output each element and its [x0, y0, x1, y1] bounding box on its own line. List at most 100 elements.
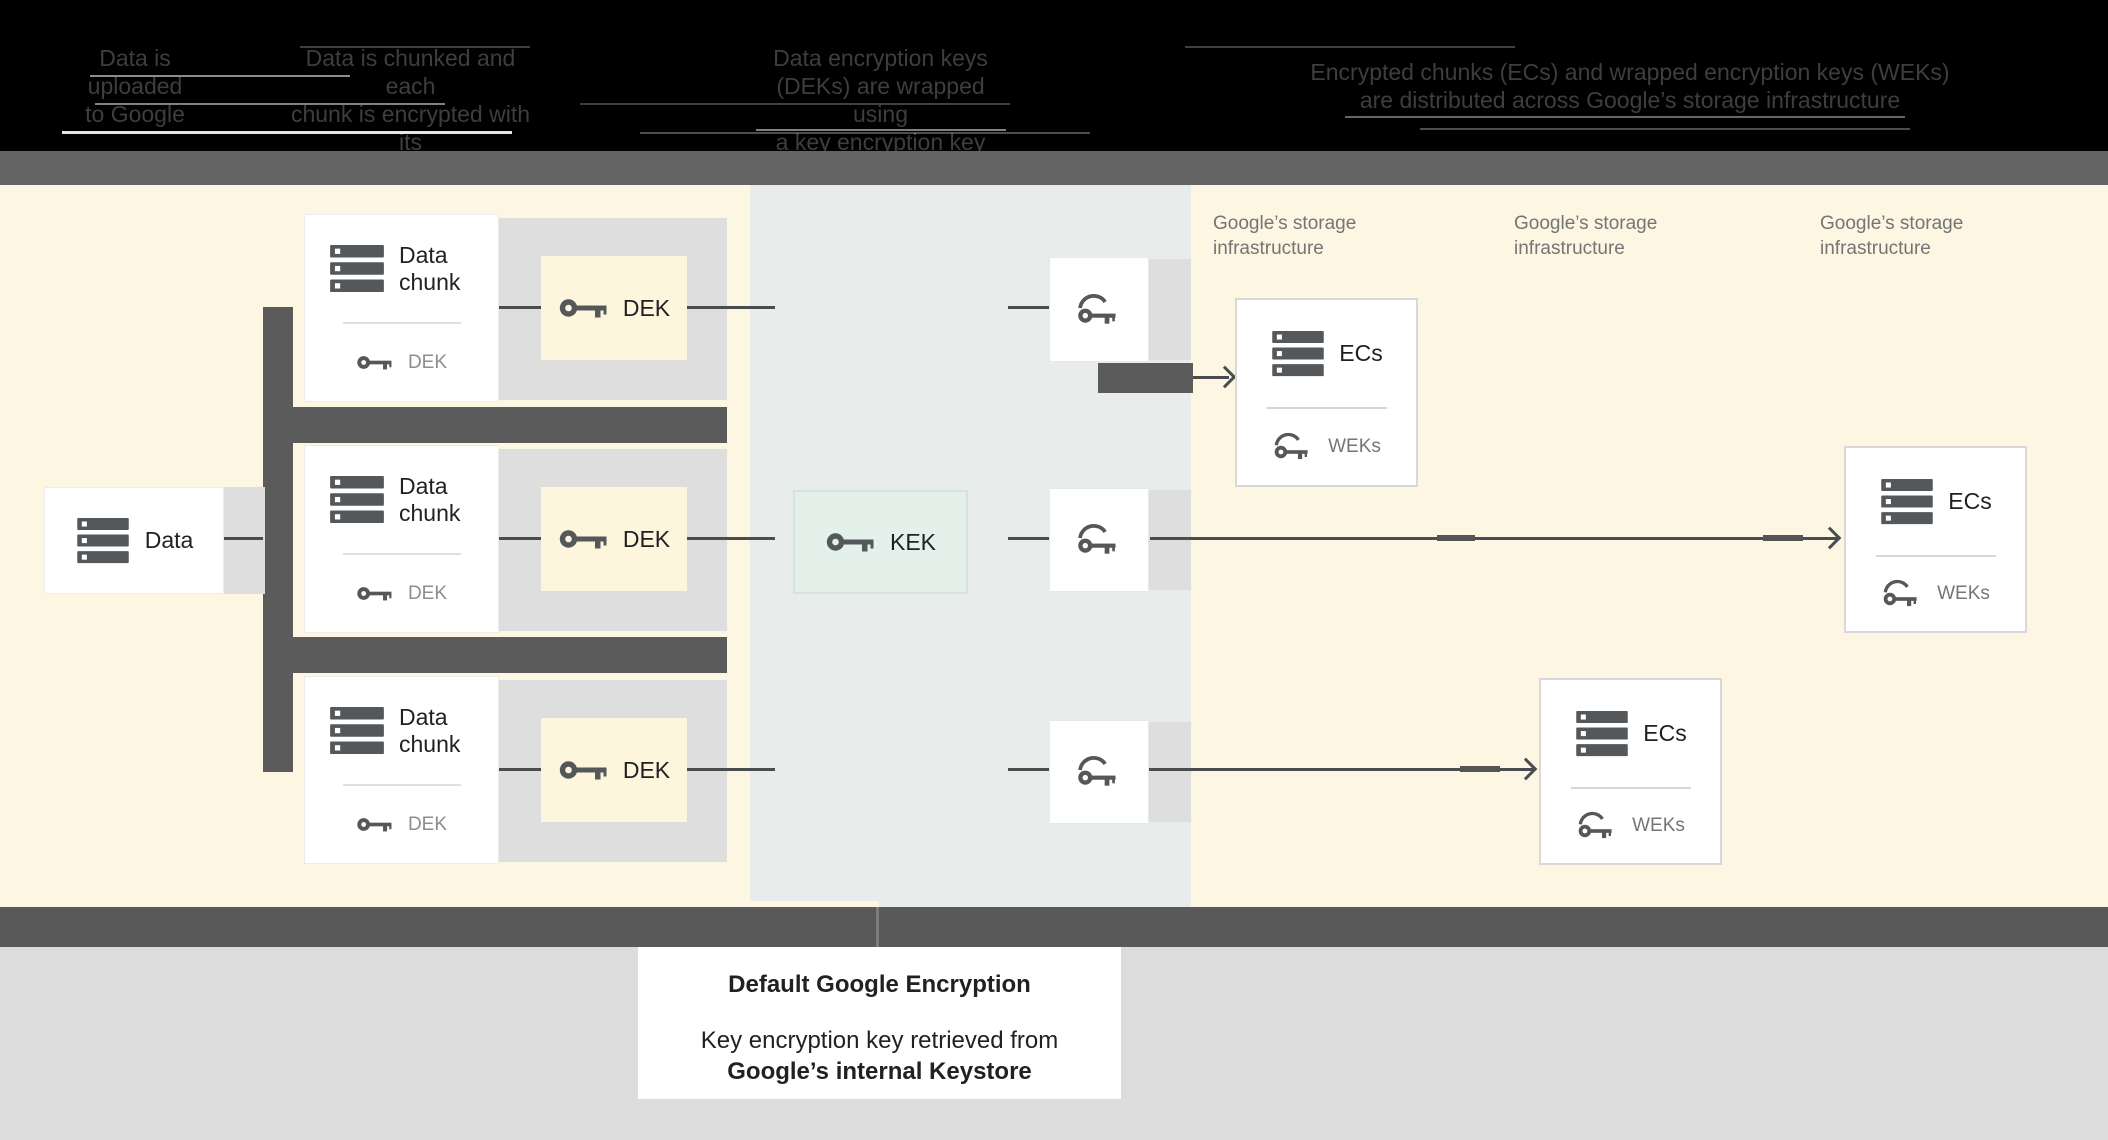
- keybox1-patch: [1149, 259, 1191, 360]
- weks-sublabel: WEKs: [1937, 583, 1990, 604]
- arrow-dark-segment: [1437, 535, 1475, 541]
- banner-step-2-line-2: chunk is encrypted with its: [290, 101, 531, 155]
- key-icon: [558, 757, 610, 783]
- banner-step-3-line-1: Data encryption keys: [773, 45, 988, 71]
- dek-node-1: DEK: [541, 256, 687, 360]
- keybox1-output-band: [1098, 363, 1193, 393]
- banner-step-1-line-2: uploaded: [87, 73, 183, 99]
- branch-band-lower: [263, 637, 727, 673]
- separator-bar: [0, 151, 2108, 185]
- dek-node-label: DEK: [622, 294, 671, 321]
- data-node-label: Data: [144, 527, 194, 553]
- wrapped-key-icon: [1272, 432, 1314, 462]
- data-chunk-label: Data chunk: [399, 241, 461, 295]
- ecs-node-3: ECs WEKs: [1539, 678, 1722, 865]
- caption-line-2: Google’s internal Keystore: [727, 1058, 1032, 1085]
- kek-node: KEK: [793, 490, 968, 594]
- database-icon: [1574, 711, 1630, 757]
- wrapped-key-icon: [1075, 523, 1123, 557]
- keybox2-patch: [1149, 490, 1191, 590]
- arrow-keybox1-ecs1: [1193, 376, 1229, 379]
- banner-artifact-line: [756, 129, 1006, 131]
- banner-step-4-line-2: are distributed across Google’s storage …: [1359, 87, 1901, 113]
- ecs-node-2: ECs WEKs: [1844, 446, 2027, 633]
- ecs-node-label: ECs: [1948, 488, 1992, 514]
- caption-box: Default Google Encryption Key encryption…: [638, 947, 1121, 1099]
- banner-artifact-line: [1185, 46, 1515, 48]
- key-icon: [356, 353, 394, 372]
- key-icon: [558, 526, 610, 552]
- banner-step-1-line-1: Data is: [99, 45, 171, 71]
- weks-sublabel: WEKs: [1632, 815, 1685, 836]
- ecs-node-1: ECs WEKs: [1235, 298, 1418, 487]
- caption-spacer: [638, 999, 1121, 1025]
- banner-artifact-line: [640, 132, 1090, 134]
- connector-stub-keybox1: [1008, 306, 1049, 309]
- dek-node-3: DEK: [541, 718, 687, 822]
- wrapped-key-node-1: [1049, 257, 1149, 362]
- ecs-node-label: ECs: [1339, 340, 1383, 366]
- trunk-connector: [263, 307, 293, 772]
- arrow-keybox2-ecs2: [1150, 537, 1837, 540]
- database-icon: [1270, 331, 1326, 377]
- caption-connector-tick: [876, 907, 879, 947]
- storage-infrastructure-label-1: Google’s storage infrastructure: [1213, 213, 1357, 259]
- arrow-keybox3-ecs3: [1149, 768, 1533, 771]
- data-node: Data: [44, 487, 224, 594]
- wrapped-key-icon: [1075, 755, 1123, 789]
- banner-artifact-line: [95, 103, 445, 105]
- data-chunk-node-2: Data chunk DEK: [304, 445, 499, 633]
- data-chunk-label: Data chunk: [399, 472, 461, 526]
- data-box-patch: [223, 487, 265, 594]
- banner-step-1: Data is uploaded to Google: [35, 44, 235, 128]
- dek-sublabel: DEK: [407, 351, 448, 373]
- banner-step-1-line-3: to Google: [85, 101, 185, 127]
- dek-node-label: DEK: [622, 525, 671, 552]
- arrow-dark-segment: [1460, 766, 1500, 772]
- key-icon: [356, 584, 394, 603]
- connector-data-trunk: [223, 537, 263, 540]
- data-chunk-node-3: Data chunk DEK: [304, 676, 499, 864]
- zone-edge-sliver: [750, 901, 879, 907]
- ecs-node-label: ECs: [1643, 720, 1687, 746]
- banner-step-3-line-2: (DEKs) are wrapped using: [776, 73, 985, 127]
- key-icon: [356, 815, 394, 834]
- kek-node-label: KEK: [889, 528, 937, 555]
- divider: [342, 322, 461, 324]
- dek-node-2: DEK: [541, 487, 687, 591]
- connector-chunk3-dek3: [499, 768, 541, 771]
- connector-dek3-wrap: [687, 768, 775, 771]
- dek-sublabel: DEK: [407, 813, 448, 835]
- database-icon: [328, 707, 386, 755]
- data-chunk-label: Data chunk: [399, 703, 461, 757]
- database-icon: [328, 476, 386, 524]
- connector-stub-keybox3: [1008, 768, 1049, 771]
- connector-dek1-wrap: [687, 306, 775, 309]
- weks-sublabel: WEKs: [1328, 436, 1381, 457]
- divider: [1570, 787, 1691, 789]
- arrow-dark-segment: [1763, 535, 1803, 541]
- banner-artifact-line: [580, 103, 1010, 105]
- divider: [1875, 555, 1996, 557]
- banner-step-4: Encrypted chunks (ECs) and wrapped encry…: [1300, 58, 1960, 114]
- storage-infrastructure-label-2: Google’s storage infrastructure: [1514, 213, 1658, 259]
- caption-line-1: Key encryption key retrieved from: [700, 1027, 1059, 1054]
- connector-kek-keybox2: [1008, 537, 1049, 540]
- database-icon: [75, 518, 131, 564]
- divider: [1266, 407, 1387, 409]
- wrapped-key-icon: [1576, 811, 1618, 841]
- storage-infrastructure-label-3: Google’s storage infrastructure: [1820, 213, 1964, 259]
- header-banner: Data is uploaded to Google Data is chunk…: [0, 0, 2108, 211]
- banner-artifact-line: [1420, 128, 1910, 130]
- bottom-dark-bar: [0, 907, 2108, 947]
- banner-step-3: Data encryption keys (DEKs) are wrapped …: [748, 44, 1013, 184]
- banner-artifact-line: [300, 46, 530, 48]
- wrapped-key-icon: [1075, 293, 1123, 327]
- wrapped-key-icon: [1881, 579, 1923, 609]
- banner-artifact-line: [62, 131, 512, 134]
- banner-step-2-line-1: Data is chunked and each: [305, 45, 516, 99]
- database-icon: [328, 245, 386, 293]
- banner-artifact-line: [90, 75, 350, 77]
- banner-step-4-line-1: Encrypted chunks (ECs) and wrapped encry…: [1310, 59, 1950, 85]
- connector-chunk2-dek2: [499, 537, 541, 540]
